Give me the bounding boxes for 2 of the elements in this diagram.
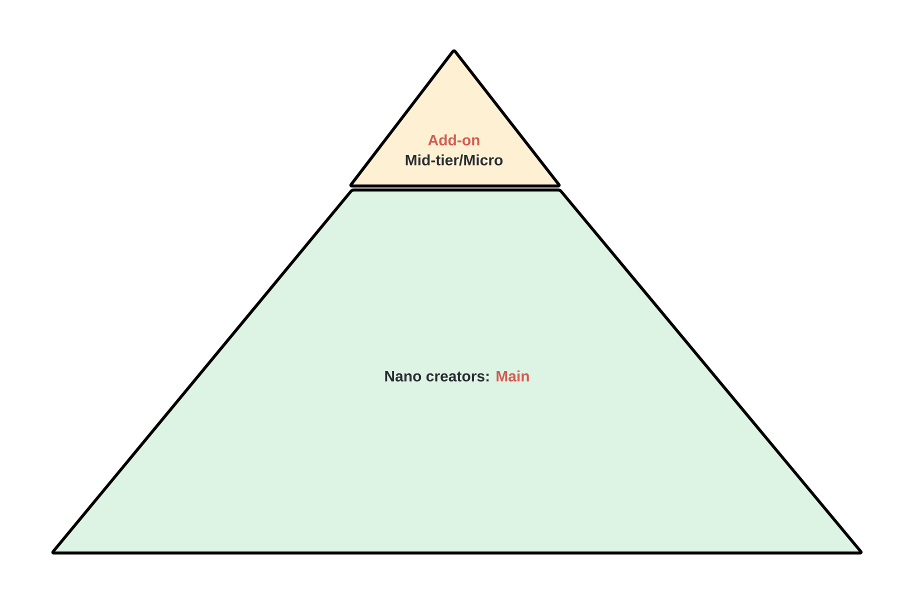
- pyramid-level: Nano creators: Main: [51, 188, 863, 554]
- pyramid-level: Add-on Mid-tier/Micro: [349, 49, 561, 188]
